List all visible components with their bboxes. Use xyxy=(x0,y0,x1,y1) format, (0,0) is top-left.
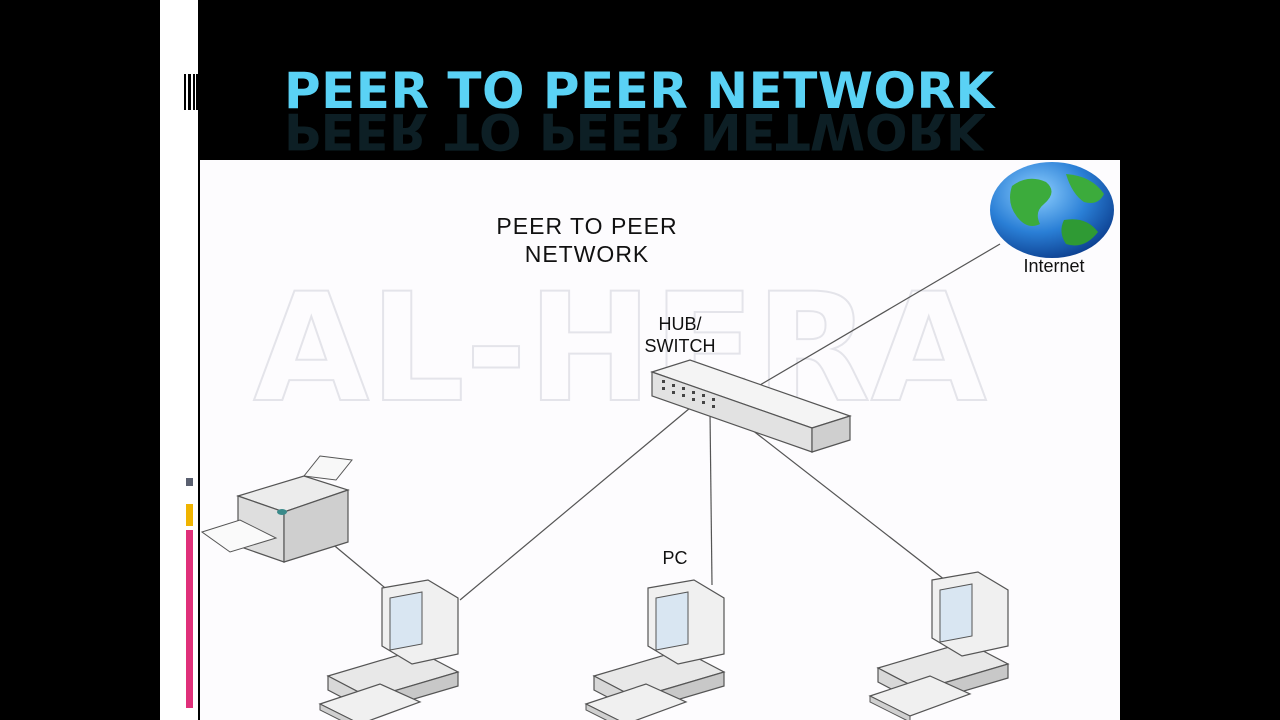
link-hub-pc-right xyxy=(719,404,946,581)
link-hub-pc-center xyxy=(709,411,713,586)
slide-title: PEER TO PEER NETWORK xyxy=(284,62,995,120)
pc-label: PC xyxy=(662,548,688,568)
link-printer-pc-left xyxy=(329,541,391,593)
slide-title-reflection: PEER TO PEER NETWORK xyxy=(284,112,985,160)
network-diagram: AL-HERA xyxy=(200,160,1120,720)
hub-label-line2: SWITCH xyxy=(644,335,716,356)
watermark-text: AL-HERA xyxy=(253,262,987,436)
link-hub-pc-left xyxy=(459,407,691,601)
accent-bar-pink xyxy=(186,530,193,708)
hub-switch-icon xyxy=(650,359,852,453)
hub-switch-label: HUB/ SWITCH xyxy=(625,314,735,358)
accent-bar-gold xyxy=(186,504,193,526)
link-hub-internet xyxy=(759,243,1001,386)
internet-label: Internet xyxy=(1023,256,1085,276)
internet-globe-icon xyxy=(990,162,1114,258)
accent-bar-slate xyxy=(186,478,193,486)
diagram-title-line1: PEER TO PEER xyxy=(496,213,678,239)
pc-right-icon xyxy=(868,571,1010,720)
diagram-title-line2: NETWORK xyxy=(524,241,650,268)
printer-icon xyxy=(200,455,353,563)
hub-label-line1: HUB/ xyxy=(658,314,702,334)
pc-left-icon xyxy=(318,579,460,720)
diagram-title: PEER TO PEER NETWORK xyxy=(462,212,712,268)
slide-bar-mark xyxy=(184,74,198,110)
pc-center-icon xyxy=(584,579,726,720)
